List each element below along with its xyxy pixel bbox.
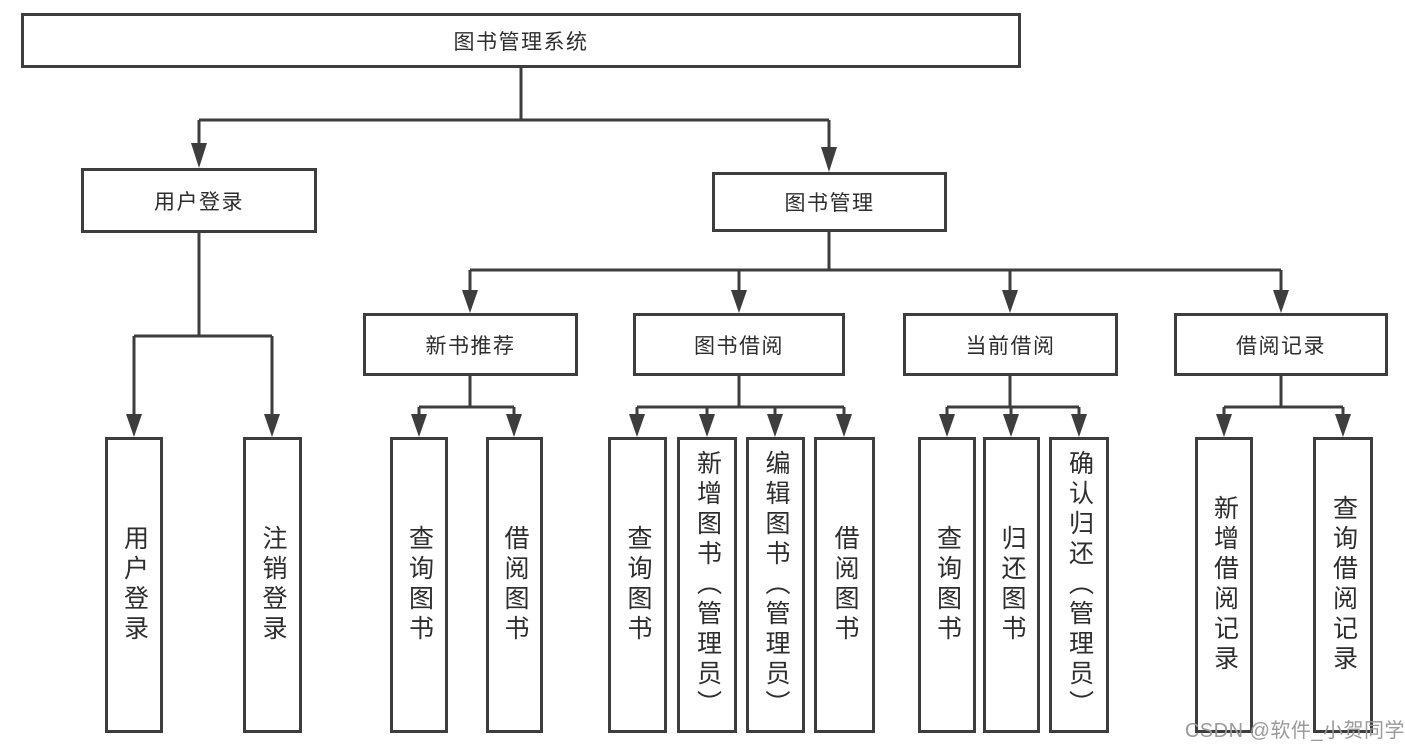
leaf-query-book-recommend-label: 查询图书 (405, 525, 434, 645)
leaf-user-login: 用户登录 (105, 437, 163, 733)
leaf-logout: 注销登录 (243, 437, 302, 733)
leaf-query-book-borrow: 查询图书 (608, 437, 667, 733)
leaf-query-borrow-record: 查询借阅记录 (1313, 437, 1373, 733)
leaf-borrow-book-recommend: 借阅图书 (486, 437, 543, 733)
node-borrow-record-label: 借阅记录 (1236, 334, 1326, 358)
leaf-query-borrow-record-label: 查询借阅记录 (1329, 495, 1358, 675)
leaf-confirm-return-admin-label: 确认归还（管理员） (1065, 450, 1094, 720)
node-book-management-label: 图书管理 (784, 192, 875, 215)
leaf-return-book: 归还图书 (983, 437, 1040, 733)
leaf-add-book-admin: 新增图书（管理员） (677, 437, 737, 733)
node-book-borrow: 图书借阅 (633, 313, 845, 376)
node-root: 图书管理系统 (21, 13, 1021, 68)
node-new-book-recommend: 新书推荐 (363, 313, 578, 376)
leaf-add-borrow-record: 新增借阅记录 (1195, 437, 1253, 733)
node-book-borrow-label: 图书借阅 (694, 334, 784, 358)
node-new-book-recommend-label: 新书推荐 (425, 334, 516, 358)
leaf-return-book-label: 归还图书 (998, 525, 1026, 645)
leaf-borrow-book-borrow-label: 借阅图书 (831, 525, 859, 645)
leaf-query-book-recommend: 查询图书 (390, 437, 448, 733)
node-borrow-record: 借阅记录 (1174, 313, 1388, 376)
leaf-add-book-admin-label: 新增图书（管理员） (693, 450, 722, 720)
leaf-confirm-return-admin: 确认归还（管理员） (1049, 437, 1109, 733)
leaf-edit-book-admin-label: 编辑图书（管理员） (762, 450, 790, 720)
node-current-borrow: 当前借阅 (903, 313, 1118, 376)
leaf-user-login-label: 用户登录 (120, 525, 149, 645)
node-root-label: 图书管理系统 (453, 30, 589, 54)
leaf-edit-book-admin: 编辑图书（管理员） (746, 437, 805, 733)
node-book-management: 图书管理 (712, 172, 947, 232)
leaf-logout-label: 注销登录 (259, 525, 287, 645)
node-user-login: 用户登录 (81, 168, 317, 233)
leaf-query-book-borrow-label: 查询图书 (624, 525, 652, 645)
leaf-borrow-book-recommend-label: 借阅图书 (501, 525, 529, 645)
leaf-query-book-current: 查询图书 (918, 437, 976, 733)
leaf-query-book-current-label: 查询图书 (933, 525, 962, 645)
node-current-borrow-label: 当前借阅 (965, 334, 1056, 358)
leaf-add-borrow-record-label: 新增借阅记录 (1210, 495, 1239, 675)
node-user-login-label: 用户登录 (154, 190, 244, 214)
csdn-watermark: CSDN @软件_小贺同学 (1184, 720, 1405, 742)
leaf-borrow-book-borrow: 借阅图书 (814, 437, 875, 733)
